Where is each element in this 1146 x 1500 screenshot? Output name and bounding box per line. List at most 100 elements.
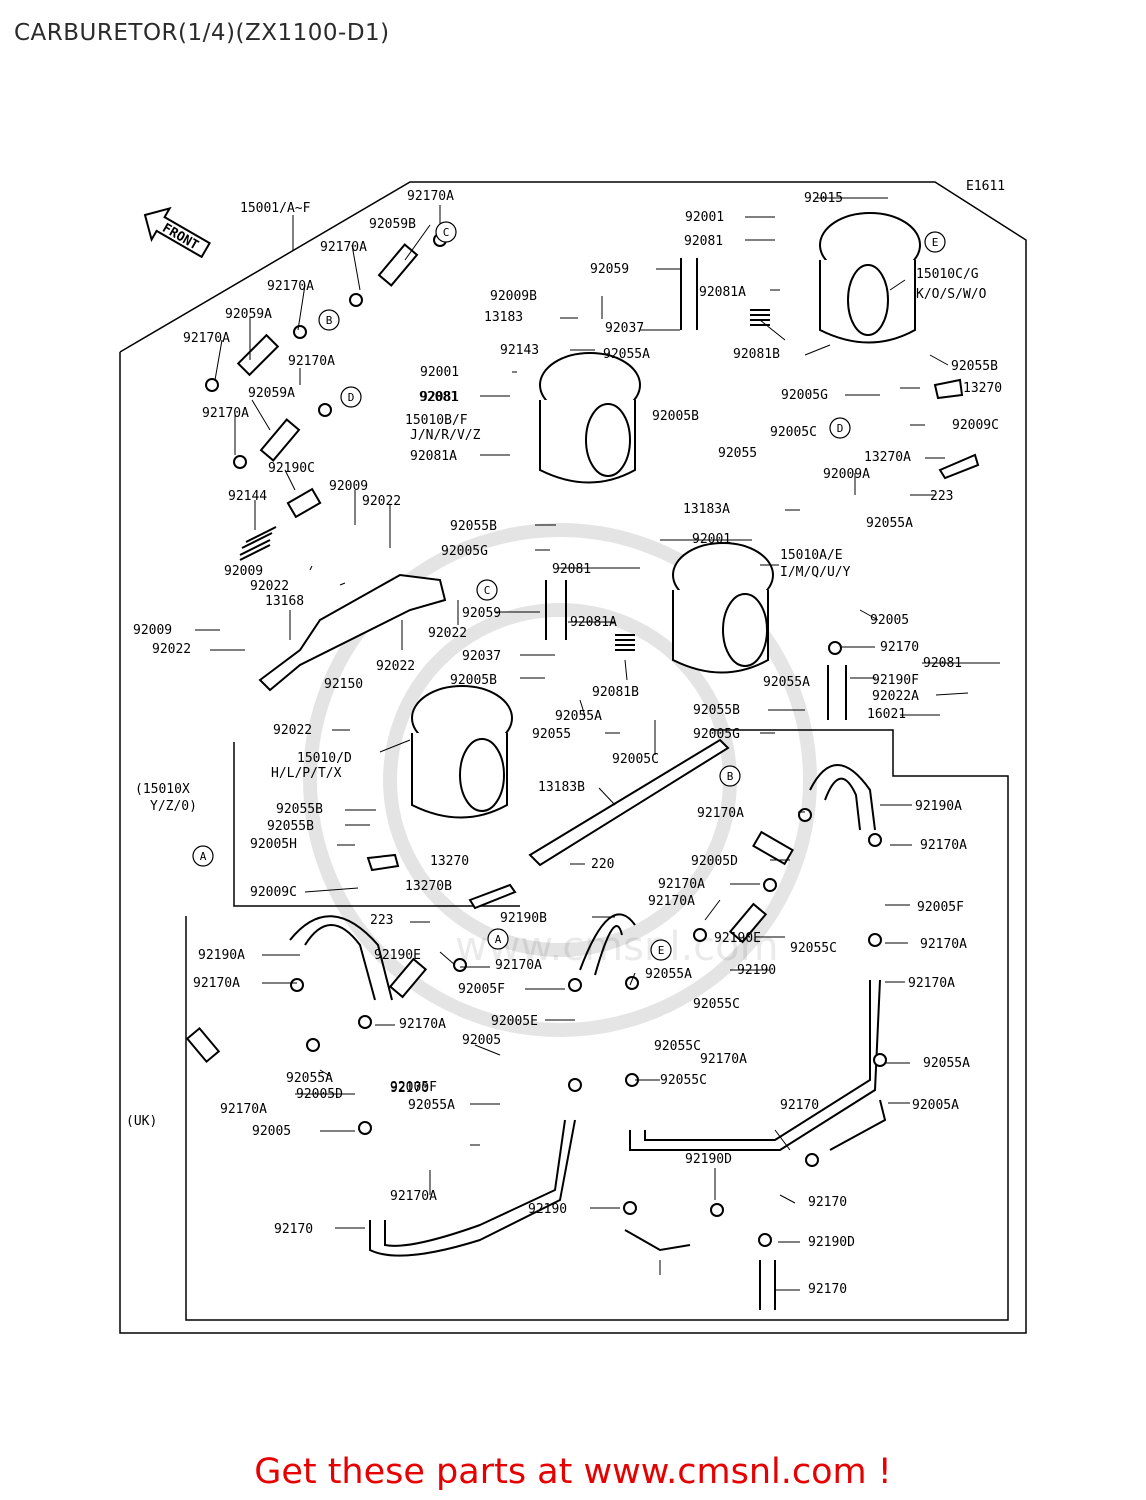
callout-c2: C <box>484 584 491 597</box>
part-label: 92170A <box>920 937 967 952</box>
part-label: 92022A <box>872 689 919 704</box>
part-label: 92055B <box>693 703 740 718</box>
part-label: 92081 <box>552 562 591 577</box>
part-label: 92005G <box>781 388 828 403</box>
small-parts <box>185 233 980 1247</box>
part-label: 92055A <box>645 967 692 982</box>
callout-circle-d2 <box>829 417 851 439</box>
part-label: 13270 <box>963 381 1002 396</box>
part-label: 92143 <box>500 343 539 358</box>
part-label: 92005H <box>250 837 297 852</box>
callout-d1: D <box>348 391 355 404</box>
variant-label-2: Y/Z/0) <box>150 799 197 814</box>
part-label: 92144 <box>228 489 267 504</box>
part-label: 92170A <box>399 1017 446 1032</box>
part-label: 92190B <box>500 911 547 926</box>
part-label: 13168 <box>265 594 304 609</box>
page-title: CARBURETOR(1/4)(ZX1100-D1) <box>14 20 390 46</box>
part-label: 92081B <box>733 347 780 362</box>
part-label: 92170 <box>274 1222 313 1237</box>
carburetor-body <box>411 212 921 819</box>
callout-circle-e2 <box>650 939 672 961</box>
part-label: 92081 <box>923 656 962 671</box>
part-label: 92170A <box>220 1102 267 1117</box>
part-label: 92059 <box>590 262 629 277</box>
part-label: 92081 <box>420 390 459 405</box>
part-label: K/O/S/W/O <box>916 287 987 302</box>
part-label: 92190A <box>915 799 962 814</box>
part-label: 92170A <box>648 894 695 909</box>
part-label: 92005F <box>458 982 505 997</box>
part-label: 92170A <box>908 976 955 991</box>
part-label: 92005A <box>912 1098 959 1113</box>
part-label: 92055A <box>555 709 602 724</box>
callout-e2: E <box>658 944 665 957</box>
part-label: 92059B <box>369 217 416 232</box>
part-label: 92009B <box>490 289 537 304</box>
part-label: 92170 <box>808 1195 847 1210</box>
part-label: 15010/D <box>297 751 352 766</box>
part-label: 92170A <box>267 279 314 294</box>
part-label: 92005E <box>491 1014 538 1029</box>
callout-e1: E <box>932 236 939 249</box>
part-label: 92055 <box>718 446 757 461</box>
part-label: 92190A <box>198 948 245 963</box>
part-label: 15010C/G <box>916 267 979 282</box>
part-label: 92081A <box>410 449 457 464</box>
part-label: 92022 <box>428 626 467 641</box>
part-label: 92055C <box>660 1073 707 1088</box>
callout-a2: A <box>495 933 502 946</box>
part-label: 92005B <box>450 673 497 688</box>
callout-a1: A <box>200 850 207 863</box>
part-label: 13270A <box>864 450 911 465</box>
callout-d2: D <box>837 422 844 435</box>
part-label: 13270 <box>430 854 469 869</box>
part-label: 92081 <box>684 234 723 249</box>
part-label: I/M/Q/U/Y <box>780 565 851 580</box>
part-label: 92190E <box>714 931 761 946</box>
variant-label-1: (15010X <box>135 782 190 797</box>
footer-promo: Get these parts at www.cmsnl.com ! <box>254 1452 892 1492</box>
part-label: 92170A <box>390 1189 437 1204</box>
part-label: 92055A <box>603 347 650 362</box>
part-label: 15001/A~F <box>240 201 311 216</box>
part-label: 92009 <box>329 479 368 494</box>
part-label: 92005C <box>770 425 817 440</box>
part-label: 92170 <box>780 1098 819 1113</box>
callout-c1: C <box>443 226 450 239</box>
part-label: 92022 <box>376 659 415 674</box>
part-label: 92055A <box>923 1056 970 1071</box>
part-label: 92022 <box>273 723 312 738</box>
part-label: 92170A <box>920 838 967 853</box>
part-label: 92009 <box>133 623 172 638</box>
part-label: 92037 <box>605 321 644 336</box>
part-label: 92190 <box>528 1202 567 1217</box>
part-label: 92170 <box>808 1282 847 1297</box>
part-label: 92081A <box>699 285 746 300</box>
part-label: 92009 <box>224 564 263 579</box>
part-label: 13183B <box>538 780 585 795</box>
part-label: 92001 <box>685 210 724 225</box>
part-label: 15010A/E <box>780 548 843 563</box>
part-label: 92170 <box>390 1081 429 1096</box>
part-label: 92055B <box>450 519 497 534</box>
part-label: 92055A <box>866 516 913 531</box>
part-label: 92055 <box>532 727 571 742</box>
part-label: J/N/R/V/Z <box>410 428 481 443</box>
part-label: 92005B <box>652 409 699 424</box>
part-label: 92059A <box>248 386 295 401</box>
part-label: 92005 <box>252 1124 291 1139</box>
part-label: 92022 <box>362 494 401 509</box>
callout-b2: B <box>727 770 734 783</box>
part-label: 92170A <box>288 354 335 369</box>
part-label: 92005G <box>693 727 740 742</box>
part-label: 92015 <box>804 191 843 206</box>
part-label: 92005C <box>612 752 659 767</box>
part-label: 92190F <box>872 673 919 688</box>
part-label: 92170A <box>658 877 705 892</box>
part-label: 220 <box>591 857 614 872</box>
part-number-labels: 15001/A~F92170A92059B92170A92170A92059A9… <box>133 189 1002 1297</box>
part-label: 92170A <box>407 189 454 204</box>
part-label: 92009C <box>952 418 999 433</box>
part-label: 92081A <box>570 615 617 630</box>
